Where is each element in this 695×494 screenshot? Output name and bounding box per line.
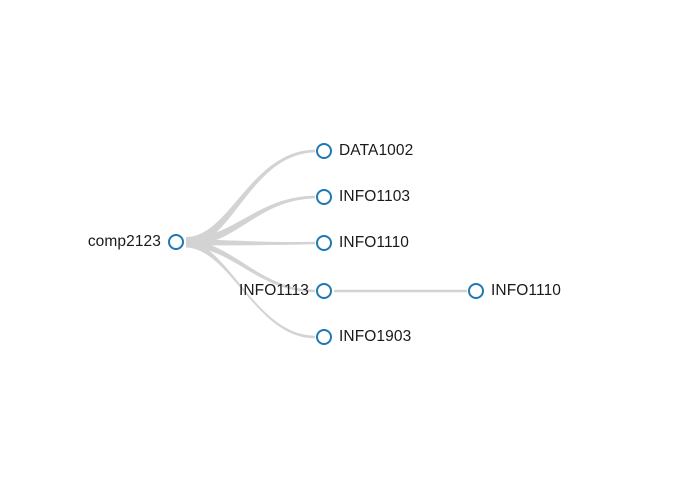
node-circle-icon [316,329,332,345]
graph-node-info1903[interactable]: INFO1903 [316,328,411,345]
node-circle-icon [316,235,332,251]
node-circle-icon [316,283,332,299]
node-circle-icon [168,234,184,250]
node-circle-icon [468,283,484,299]
edge-root-to-info1110a [186,239,315,246]
edge-group-root [186,149,315,339]
edge-root-to-info1103 [186,195,315,246]
graph-node-info1113[interactable]: INFO1113 [239,282,332,299]
node-label-info1110-b: INFO1110 [491,282,562,299]
node-label-info1113: INFO1113 [238,282,309,299]
node-label-data1002: DATA1002 [339,142,414,159]
graph-node-comp2123[interactable]: comp2123 [88,233,184,250]
graph-node-info1110-b[interactable]: INFO1110 [468,282,561,299]
graph-node-data1002[interactable]: DATA1002 [316,142,413,159]
node-label-info1903: INFO1903 [339,328,412,345]
edge-root-to-data1002 [186,149,315,247]
graph-node-info1103[interactable]: INFO1103 [316,188,410,205]
node-circle-icon [316,189,332,205]
edge-root-to-info1113 [186,240,315,293]
node-label-info1110-a: INFO1110 [339,234,410,251]
node-circle-icon [316,143,332,159]
node-label-comp2123: comp2123 [87,233,161,250]
node-label-info1103: INFO1103 [339,188,411,205]
graph-node-info1110-a[interactable]: INFO1110 [316,234,409,251]
